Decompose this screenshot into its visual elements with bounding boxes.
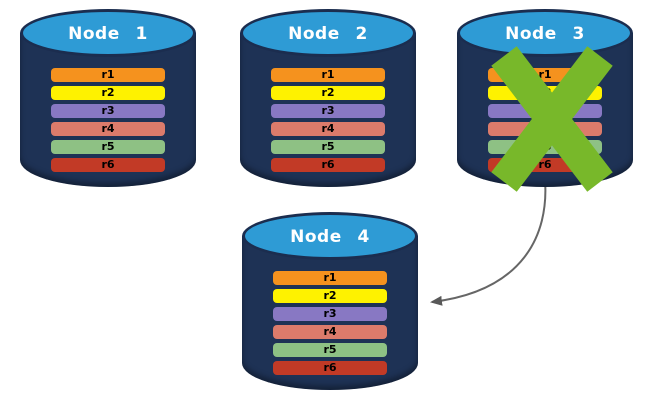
- replica-row: r3: [273, 307, 387, 321]
- replica-row: r5: [271, 140, 385, 154]
- replica-row: r5: [51, 140, 165, 154]
- replica-row: r1: [51, 68, 165, 82]
- replica-row: r2: [51, 86, 165, 100]
- node-1-rows: r1 r2 r3 r4 r5 r6: [51, 68, 165, 176]
- replica-row: r3: [271, 104, 385, 118]
- arrow-path: [430, 179, 547, 306]
- node-1: Node 1 r1 r2 r3 r4 r5 r6: [20, 9, 196, 187]
- node-2: Node 2 r1 r2 r3 r4 r5 r6: [240, 9, 416, 187]
- node-3: Node 3 r1 r2 r3 r4 r5 r6: [457, 9, 633, 192]
- replica-row: r4: [51, 122, 165, 136]
- replica-row: r6: [51, 158, 165, 172]
- node-2-title: Node 2: [288, 24, 368, 44]
- replica-row: r2: [273, 289, 387, 303]
- node-4-cylinder-top: Node 4: [242, 212, 418, 260]
- replica-row: r4: [273, 325, 387, 339]
- replica-row: r6: [273, 361, 387, 375]
- replica-row: r1: [271, 68, 385, 82]
- replica-row: r3: [51, 104, 165, 118]
- replica-row: r2: [271, 86, 385, 100]
- node-4-rows: r1 r2 r3 r4 r5 r6: [273, 271, 387, 379]
- node-3-cylinder-top: Node 3: [457, 9, 633, 57]
- replica-row: r1: [273, 271, 387, 285]
- node-4: Node 4 r1 r2 r3 r4 r5 r6: [242, 212, 418, 390]
- replica-row: r5: [273, 343, 387, 357]
- node-1-title: Node 1: [68, 24, 148, 44]
- node-4-title: Node 4: [290, 227, 370, 247]
- failure-x-icon: [491, 46, 613, 192]
- replica-row: r6: [271, 158, 385, 172]
- replica-row: r4: [271, 122, 385, 136]
- node-1-cylinder-top: Node 1: [20, 9, 196, 57]
- node-2-cylinder-top: Node 2: [240, 9, 416, 57]
- node-3-title: Node 3: [505, 24, 585, 44]
- node-2-rows: r1 r2 r3 r4 r5 r6: [271, 68, 385, 176]
